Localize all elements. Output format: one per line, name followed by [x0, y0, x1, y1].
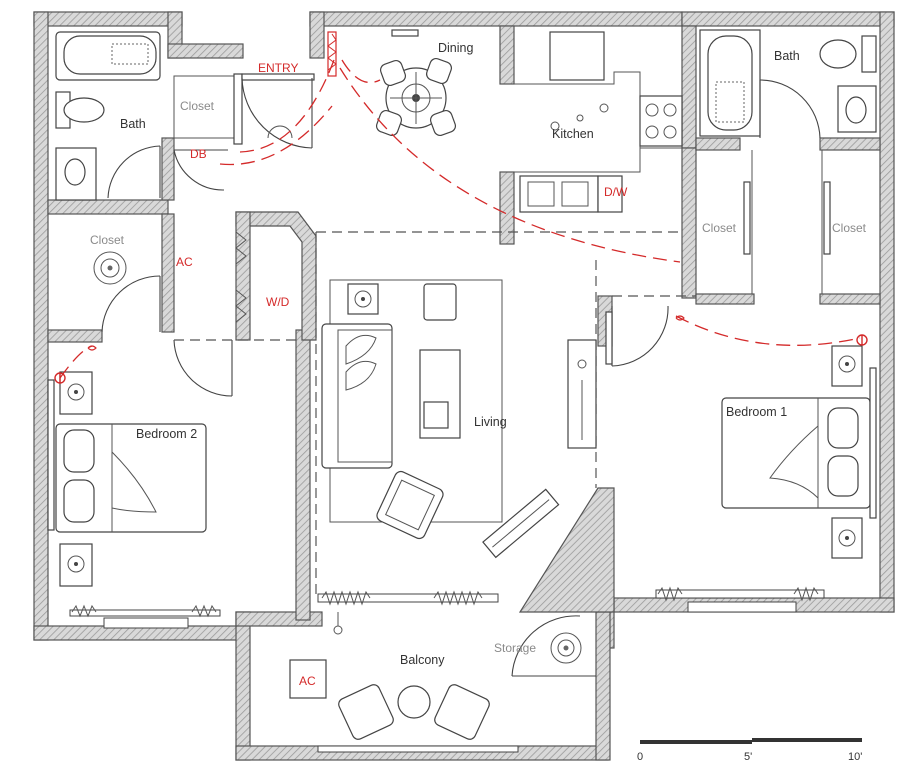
scale-five: 5': [744, 751, 752, 763]
label-wd: W/D: [266, 295, 290, 309]
label-db: DB: [190, 147, 207, 161]
label-living: Living: [474, 415, 507, 429]
label-balcony: Balcony: [400, 653, 445, 667]
dining-table: [375, 29, 457, 137]
label-dw: D/W: [604, 185, 628, 199]
bath-right: [699, 29, 877, 139]
closets-right: [743, 150, 831, 294]
label-ac-left: AC: [176, 255, 193, 269]
label-bedroom2: Bedroom 2: [136, 427, 197, 441]
label-closet-top: Closet: [180, 99, 215, 113]
closet-db: [173, 73, 243, 191]
kitchen: [514, 31, 683, 213]
windows: [69, 586, 825, 629]
label-bedroom1: Bedroom 1: [726, 405, 787, 419]
label-closet-right-b: Closet: [832, 221, 867, 235]
bath-left: [55, 31, 161, 201]
label-bath-right: Bath: [774, 49, 800, 63]
entry-door: [241, 73, 315, 149]
closet-left: [93, 251, 161, 333]
balcony: [289, 612, 596, 753]
walls: [33, 11, 895, 761]
scale-zero: 0: [637, 751, 643, 763]
bedroom1-door: [605, 305, 669, 367]
living: [315, 231, 682, 598]
scale-bar: 0 5' 10': [637, 738, 862, 763]
label-ac-balcony: AC: [299, 674, 316, 688]
label-storage: Storage: [494, 641, 536, 655]
bedroom2: [47, 371, 207, 587]
label-closet-left: Closet: [90, 233, 125, 247]
label-kitchen: Kitchen: [552, 127, 594, 141]
scale-ten: 10': [848, 751, 862, 763]
washer-dryer: [235, 231, 247, 323]
label-bath-left: Bath: [120, 117, 146, 131]
room-labels: Dining Kitchen D/W ENTRY Bath Bath Close…: [90, 41, 867, 688]
electrical-circuits: [54, 31, 868, 384]
label-dining: Dining: [438, 41, 473, 55]
bedroom1: [612, 295, 877, 559]
label-closet-right-a: Closet: [702, 221, 737, 235]
label-entry: ENTRY: [258, 61, 298, 75]
hall-doors: [173, 339, 296, 397]
